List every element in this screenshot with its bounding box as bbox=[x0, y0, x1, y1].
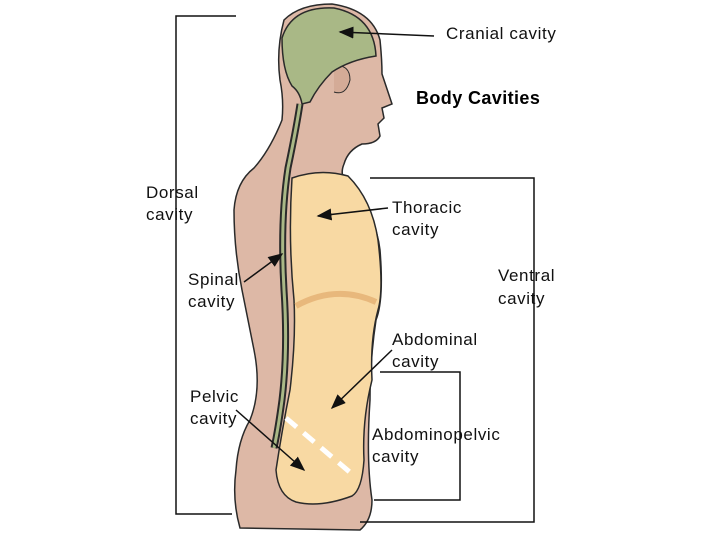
label-dorsal-line2: cavity bbox=[146, 205, 194, 224]
label-abdominal-line2: cavity bbox=[392, 352, 440, 371]
label-thoracic-line1: Thoracic bbox=[392, 198, 462, 217]
label-spinal-line1: Spinal bbox=[188, 270, 239, 289]
ventral-cavity-region bbox=[275, 171, 382, 505]
label-ventral-line2: cavity bbox=[498, 289, 546, 308]
label-pelvic-line1: Pelvic bbox=[190, 387, 239, 406]
arrow-abdominal bbox=[330, 349, 393, 410]
label-abdominopelvic-line1: Abdominopelvic bbox=[372, 425, 501, 444]
arrow-spinal bbox=[243, 253, 284, 283]
label-abdominal-line1: Abdominal bbox=[392, 330, 478, 349]
diaphragm bbox=[294, 291, 378, 309]
label-pelvic-line2: cavity bbox=[190, 409, 238, 428]
arrow-pelvic bbox=[235, 409, 306, 471]
diagram-title: Body Cavities bbox=[416, 88, 541, 108]
spinal-cavity-lumen bbox=[272, 103, 302, 449]
label-cranial-cavity: Cranial cavity bbox=[446, 24, 557, 43]
abdominopelvic-bracket bbox=[374, 371, 461, 501]
label-abdominopelvic-line2: cavity bbox=[372, 447, 420, 466]
label-ventral-line1: Ventral bbox=[498, 266, 556, 285]
arrow-thoracic bbox=[316, 207, 389, 221]
ventral-bracket bbox=[360, 177, 535, 523]
label-spinal-line2: cavity bbox=[188, 292, 236, 311]
pelvic-divider-line bbox=[284, 416, 354, 476]
label-dorsal-line1: Dorsal bbox=[146, 183, 199, 202]
arrow-cranial bbox=[338, 26, 435, 39]
dorsal-bracket bbox=[175, 15, 236, 515]
label-thoracic-line2: cavity bbox=[392, 220, 440, 239]
